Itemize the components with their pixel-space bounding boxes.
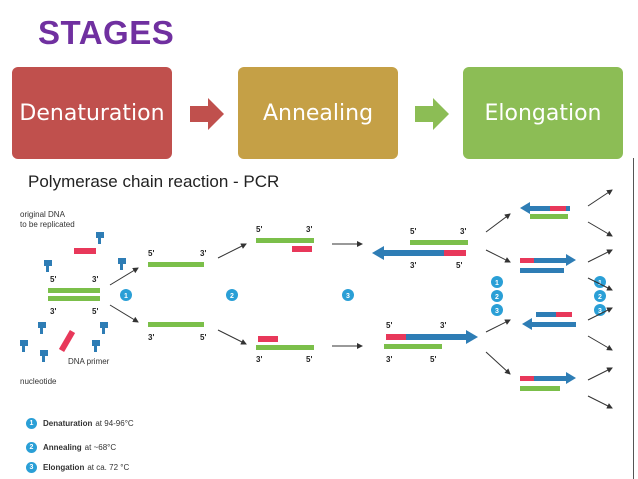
second-cycle-products bbox=[520, 202, 576, 391]
legend-detail: at ca. 72 °C bbox=[87, 463, 130, 472]
divider bbox=[633, 158, 634, 479]
legend-detail: at 94-96°C bbox=[95, 419, 134, 428]
arrow-right-icon bbox=[190, 98, 224, 130]
svg-text:5': 5' bbox=[430, 355, 436, 364]
step-markers: 1 2 3 1 2 3 1 2 3 bbox=[120, 276, 606, 316]
svg-text:5': 5' bbox=[256, 225, 262, 234]
stage-annealing: Annealing bbox=[238, 67, 398, 159]
svg-text:2: 2 bbox=[598, 294, 602, 301]
label-dna-primer: DNA primer bbox=[68, 357, 110, 366]
svg-text:3': 3' bbox=[410, 261, 416, 270]
legend-item-annealing: 2 Annealing at ~68°C bbox=[26, 442, 116, 453]
svg-text:3': 3' bbox=[386, 355, 392, 364]
svg-text:3': 3' bbox=[440, 321, 446, 330]
step-number-icon: 3 bbox=[26, 462, 37, 473]
stage-elongation: Elongation bbox=[463, 67, 623, 159]
stages-heading: STAGES bbox=[38, 14, 175, 51]
svg-text:1: 1 bbox=[124, 293, 128, 300]
svg-text:3: 3 bbox=[598, 308, 602, 315]
svg-text:3: 3 bbox=[346, 293, 350, 300]
label-to-be-replicated: to be replicated bbox=[20, 220, 75, 229]
svg-text:5': 5' bbox=[306, 355, 312, 364]
svg-text:5': 5' bbox=[200, 333, 206, 342]
svg-text:2: 2 bbox=[230, 293, 234, 300]
svg-text:2: 2 bbox=[495, 294, 499, 301]
svg-text:3': 3' bbox=[256, 355, 262, 364]
step-number-icon: 2 bbox=[26, 442, 37, 453]
svg-text:3': 3' bbox=[306, 225, 312, 234]
svg-text:5': 5' bbox=[456, 261, 462, 270]
svg-text:3: 3 bbox=[495, 308, 499, 315]
elongated-strands: 5' 3' 3' 5' 5' 3' 3' 5' bbox=[372, 227, 478, 364]
legend-item-elongation: 3 Elongation at ca. 72 °C bbox=[26, 462, 129, 473]
legend-name: Elongation bbox=[43, 463, 85, 472]
svg-text:5': 5' bbox=[92, 307, 98, 316]
svg-text:5': 5' bbox=[410, 227, 416, 236]
legend-detail: at ~68°C bbox=[84, 443, 117, 452]
svg-text:3': 3' bbox=[460, 227, 466, 236]
svg-text:5': 5' bbox=[50, 275, 56, 284]
denatured-strands: 5' 3' 3' 5' bbox=[148, 249, 206, 342]
label-original-dna: original DNA bbox=[20, 210, 66, 219]
svg-text:3': 3' bbox=[148, 333, 154, 342]
step-number-icon: 1 bbox=[26, 418, 37, 429]
label-nucleotide: nucleotide bbox=[20, 377, 57, 386]
stage-denaturation: Denaturation bbox=[12, 67, 172, 159]
svg-text:3': 3' bbox=[200, 249, 206, 258]
original-dna-strand: 5' 3' 3' 5' bbox=[48, 275, 100, 316]
legend-name: Annealing bbox=[43, 443, 82, 452]
diagram-title: Polymerase chain reaction - PCR bbox=[28, 172, 280, 191]
legend-name: Denaturation bbox=[43, 419, 93, 428]
nucleotides bbox=[20, 232, 126, 362]
svg-text:1: 1 bbox=[495, 280, 499, 287]
legend-item-denaturation: 1 Denaturation at 94-96°C bbox=[26, 418, 134, 429]
svg-text:3': 3' bbox=[50, 307, 56, 316]
arrow-right-icon bbox=[415, 98, 449, 130]
primers bbox=[58, 248, 96, 353]
svg-text:5': 5' bbox=[148, 249, 154, 258]
svg-text:3': 3' bbox=[92, 275, 98, 284]
svg-text:5': 5' bbox=[386, 321, 392, 330]
annealed-strands: 5' 3' 3' 5' bbox=[256, 225, 314, 364]
